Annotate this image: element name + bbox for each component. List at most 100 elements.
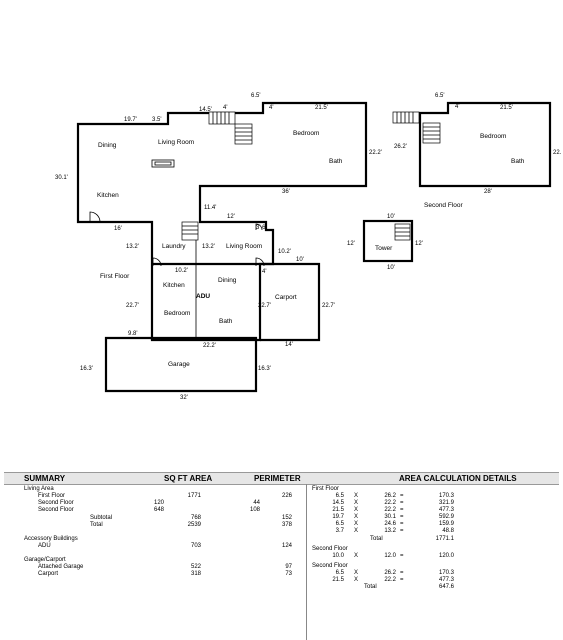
calc-header: AREA CALCULATION DETAILS — [399, 474, 517, 483]
calc-cell: 592.9 — [438, 514, 454, 520]
dimension-label: 3.5' — [152, 117, 162, 123]
dimension-label: 16.3' — [80, 366, 93, 372]
summary-header: SUMMARY — [24, 474, 66, 483]
calc-total-label: Total — [364, 584, 377, 590]
summary-label: Total — [90, 522, 103, 528]
summary-label: Second Floor — [38, 500, 74, 506]
dimension-label: 11.4' — [204, 205, 216, 211]
calc-cell: 21.5 — [332, 577, 344, 583]
dimension-label: 4' — [223, 105, 227, 111]
second-floor-outline — [418, 101, 552, 188]
room-label: Bedroom — [480, 133, 506, 140]
calc-cell: X — [354, 507, 359, 513]
room-label: Bedroom — [164, 310, 190, 317]
room-label: Living Room — [158, 139, 194, 146]
dimension-label: 9.8' — [128, 331, 138, 337]
column-divider — [306, 484, 307, 640]
dimension-label: 6.5' — [251, 93, 261, 99]
summary-area: 768 — [190, 515, 201, 521]
calc-cell: = — [400, 514, 404, 520]
garage-outline — [104, 336, 258, 393]
dimension-label: 21.5' — [315, 105, 328, 111]
calc-cell: 3.7 — [335, 528, 344, 534]
calc-cell: X — [354, 500, 359, 506]
dimension-label: 22. — [553, 150, 562, 156]
calc-cell: 21.5 — [332, 507, 344, 513]
room-label: Bath — [511, 158, 525, 165]
dimension-label: 12' — [347, 241, 355, 247]
stair-icon — [181, 221, 199, 241]
adu-outline — [150, 262, 321, 342]
room-label: Dining — [218, 277, 237, 284]
dimension-label: 13.2' — [126, 244, 139, 250]
calc-cell: 6.5 — [335, 493, 344, 499]
dimension-label: 22.7' — [258, 303, 271, 309]
calc-cell: 120.0 — [438, 553, 454, 559]
stair-icon — [392, 111, 420, 124]
room-label: Laundry — [162, 243, 186, 250]
summary-label: Attached Garage — [38, 564, 84, 570]
room-label: Kitchen — [97, 192, 119, 199]
calc-cell: 30.1 — [384, 514, 396, 520]
dimension-label: 22.2' — [203, 343, 216, 349]
summary-label: Carport — [38, 571, 59, 577]
sqft-header: SQ FT AREA — [164, 474, 213, 483]
perimeter-header: PERIMETER — [254, 474, 301, 483]
summary-perimeter: 152 — [281, 515, 292, 521]
calc-cell: = — [400, 528, 404, 534]
dimension-label: 32' — [180, 395, 188, 401]
section-label: Living Area — [24, 486, 54, 492]
calc-cell: 10.0 — [332, 553, 344, 559]
summary-label: Subtotal — [90, 515, 113, 521]
dimension-label: 22.2' — [369, 150, 382, 156]
dimension-label: 36' — [282, 189, 290, 195]
dimension-label: 4' — [269, 105, 273, 111]
calc-cell: = — [400, 500, 404, 506]
dimension-label: 3' 6' — [256, 225, 267, 231]
calc-section-label: Second Floor — [312, 563, 348, 569]
summary-perimeter: 378 — [281, 522, 292, 528]
summary-area: 1771 — [187, 493, 201, 499]
dimension-label: 16' — [114, 226, 122, 232]
dimension-label: 14' — [285, 342, 293, 348]
room-label: Kitchen — [163, 282, 185, 289]
calc-cell: = — [400, 553, 404, 559]
calc-cell: 22.2 — [384, 507, 396, 513]
stair-icon — [234, 123, 253, 145]
dimension-label: 12' — [415, 241, 423, 247]
room-label: First Floor — [100, 273, 130, 280]
summary-area: 2539 — [187, 522, 201, 528]
calc-total-value: 647.6 — [438, 584, 454, 590]
dimension-label: 21.5' — [500, 105, 513, 111]
area-report: SUMMARY SQ FT AREA PERIMETER AREA CALCUL… — [4, 472, 559, 640]
calc-cell: X — [354, 577, 359, 583]
summary-label: Second Floor — [38, 507, 74, 513]
calc-cell: X — [354, 493, 359, 499]
room-label: Second Floor — [424, 202, 463, 209]
summary-label: ADU — [38, 543, 51, 549]
summary-perimeter: 44 — [253, 500, 260, 506]
adu-inner-wall — [195, 222, 261, 338]
dimension-label: 26.2' — [394, 144, 407, 150]
calc-cell: = — [400, 570, 404, 576]
room-label: Bath — [219, 318, 233, 325]
floor-plan: Dining Living Room Kitchen Bedroom Bath … — [55, 93, 562, 401]
summary-perimeter: 97 — [285, 564, 292, 570]
calc-cell: 477.3 — [438, 577, 454, 583]
appliance-icon — [151, 159, 175, 168]
summary-perimeter: 108 — [249, 507, 260, 513]
calc-cell: X — [354, 521, 359, 527]
room-label: Living Room — [226, 243, 262, 250]
calc-cell: = — [400, 521, 404, 527]
room-label: Bedroom — [293, 130, 319, 137]
calc-total-label: Total — [370, 536, 383, 542]
calc-cell: = — [400, 577, 404, 583]
dimension-label: 4' — [455, 104, 459, 110]
room-label: Carport — [275, 294, 297, 301]
door-icon — [255, 257, 265, 267]
dimension-label: 4' — [262, 269, 266, 275]
calc-section-label: First Floor — [312, 486, 339, 492]
calc-cell: 477.3 — [438, 507, 454, 513]
calc-cell: 321.9 — [438, 500, 454, 506]
calc-total-value: 1771.1 — [435, 536, 454, 542]
